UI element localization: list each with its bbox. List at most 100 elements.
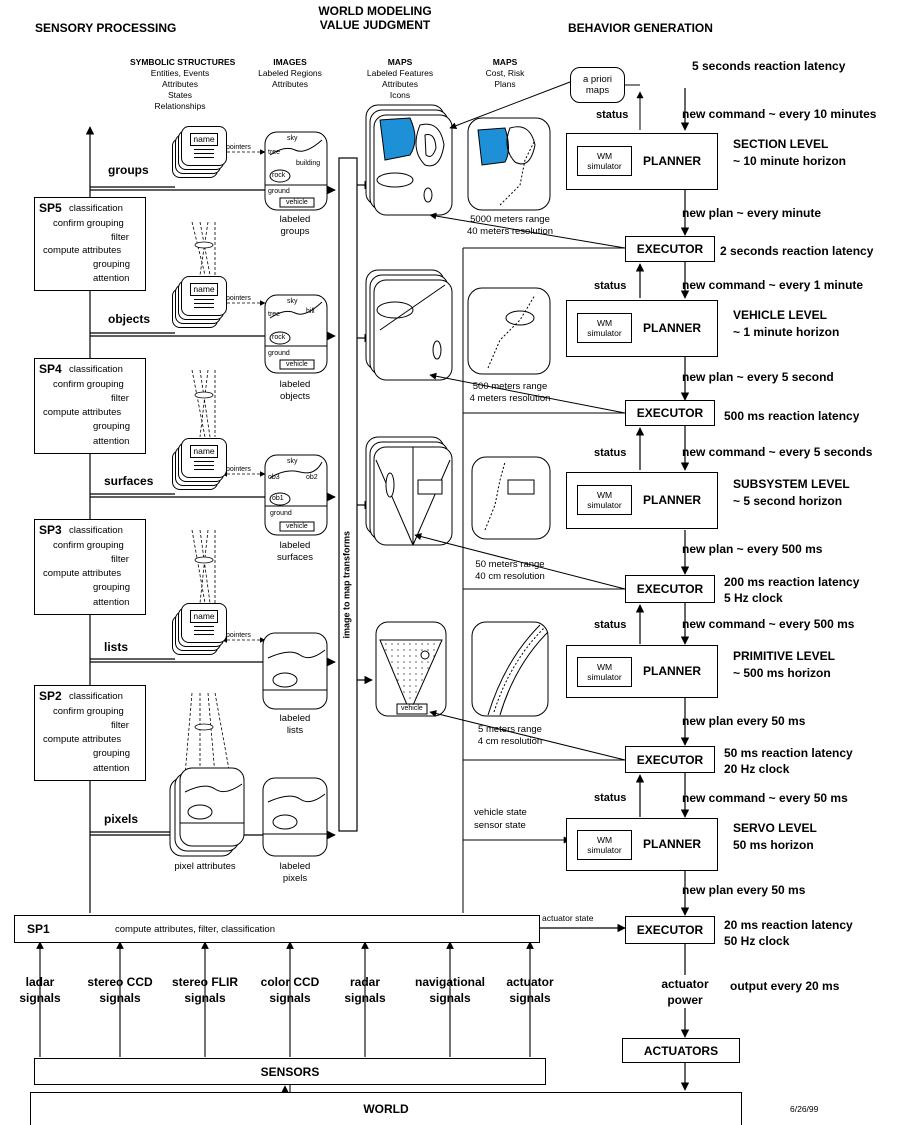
sp4-box: SP4 classification confirm grouping filt… <box>34 358 146 454</box>
level-objects: objects <box>108 312 151 326</box>
command-rate: new command ~ every 1 minute <box>682 278 864 292</box>
plan-rate: new plan every 50 ms <box>682 883 806 897</box>
region-tree: tree <box>268 311 281 318</box>
caption-labeled-pixels: labeled <box>279 861 311 872</box>
header-value-judgment: VALUE JUDGMENT <box>319 18 431 32</box>
name-box: name <box>190 133 218 146</box>
planner-subsystem: WM simulator PLANNER <box>566 472 718 529</box>
sp3-line: attention <box>93 597 130 608</box>
status-label: status <box>596 109 629 121</box>
sp3-label: SP3 <box>39 523 62 537</box>
actuator-power: actuator <box>661 977 709 991</box>
sp5-line: compute attributes <box>43 245 122 256</box>
sp4-line: grouping <box>93 421 130 432</box>
col-images-line: Labeled Regions <box>258 68 322 78</box>
sp4-line: compute attributes <box>43 407 122 418</box>
region-hill: hill <box>306 308 315 315</box>
level-name: SERVO LEVEL <box>733 821 817 835</box>
command-rate: new command ~ every 500 ms <box>682 617 855 631</box>
signal-navigational: navigational <box>414 975 485 989</box>
sp3-box: SP3 classification confirm grouping filt… <box>34 519 146 615</box>
wm-simulator: WM simulator <box>577 313 632 343</box>
level-groups: groups <box>108 163 149 177</box>
executor-box: EXECUTOR <box>625 575 715 603</box>
region-ground: ground <box>270 510 292 517</box>
level-name: SECTION LEVEL <box>733 137 829 151</box>
caption-labeled-groups: labeled <box>279 214 311 225</box>
executor-clock: 5 Hz clock <box>724 591 783 605</box>
pointers-label: pointers <box>226 466 251 473</box>
caption-labeled-lists: labeled <box>279 713 311 724</box>
sp3-line: confirm grouping <box>53 540 124 551</box>
plan-rate: new plan ~ every 5 second <box>682 370 834 384</box>
a-priori-line: maps <box>585 85 610 96</box>
signal-actuator: signals <box>509 991 551 1005</box>
executor-clock: 50 Hz clock <box>724 934 790 948</box>
executor-box: EXECUTOR <box>625 916 715 944</box>
planner-vehicle: WM simulator PLANNER <box>566 300 718 357</box>
region-sky: sky <box>287 458 298 465</box>
pointers-label: pointers <box>226 632 251 639</box>
executor-latency: 200 ms reaction latency <box>724 575 860 589</box>
signal-color-ccd: color CCD <box>260 975 320 989</box>
executor-clock: 20 Hz clock <box>724 762 790 776</box>
command-rate: new command ~ every 5 seconds <box>682 445 873 459</box>
level-name: VEHICLE LEVEL <box>733 308 828 322</box>
wm-label: WM <box>596 490 613 500</box>
region-building: building <box>296 160 321 167</box>
map-stacks <box>365 104 453 717</box>
executor-box: EXECUTOR <box>625 236 715 262</box>
signal-ladar: ladar <box>25 975 55 989</box>
level-horizon: ~ 10 minute horizon <box>733 154 847 168</box>
wm-simulator: WM simulator <box>577 657 632 687</box>
region-ob3: ob3 <box>268 474 280 481</box>
sp4-line: filter <box>111 393 129 404</box>
col-maps2-line: Cost, Risk <box>485 68 525 78</box>
sp4-line: classification <box>69 364 123 375</box>
region-rock: rock <box>272 172 286 179</box>
name-box: name <box>190 283 218 296</box>
planner-label: PLANNER <box>643 154 702 168</box>
sp2-box: SP2 classification confirm grouping filt… <box>34 685 146 781</box>
map-resolution: 40 cm resolution <box>475 571 545 582</box>
sp1-label: SP1 <box>27 922 50 936</box>
level-surfaces: surfaces <box>104 474 154 488</box>
col-symbolic-line: Entities, Events <box>150 68 210 78</box>
command-rate: new command ~ every 50 ms <box>682 791 848 805</box>
signal-ladar: signals <box>19 991 61 1005</box>
name-box: name <box>190 610 218 623</box>
world-box: WORLD <box>30 1092 742 1125</box>
simulator-label: simulator <box>587 500 622 510</box>
planner-label: PLANNER <box>643 493 702 507</box>
region-ob2: ob2 <box>306 474 318 481</box>
sp2-line: filter <box>111 720 129 731</box>
caption-labeled-objects: labeled <box>279 379 311 390</box>
cost-risk-maps <box>467 117 551 717</box>
level-pixels: pixels <box>104 812 139 826</box>
planner-servo: WM simulator PLANNER <box>566 818 718 871</box>
plan-rate: new plan ~ every minute <box>682 206 822 220</box>
a-priori-line: a priori <box>582 74 613 85</box>
region-sky: sky <box>287 298 298 305</box>
signal-stereo-flir: stereo FLIR <box>171 975 238 989</box>
top-latency: 5 seconds reaction latency <box>692 59 846 73</box>
map-range: 5 meters range <box>478 724 542 735</box>
caption-pixel-attributes: pixel attributes <box>174 861 236 872</box>
planner-section: WM simulator PLANNER <box>566 133 718 190</box>
grouping-ellipses <box>194 241 214 731</box>
signal-color-ccd: signals <box>269 991 311 1005</box>
map-resolution: 4 cm resolution <box>477 736 543 747</box>
header-behavior-generation: BEHAVIOR GENERATION <box>568 21 713 35</box>
header-world-modeling: WORLD MODELING <box>318 4 432 18</box>
pointers-label: pointers <box>226 295 251 302</box>
sp2-line: attention <box>93 763 130 774</box>
col-maps2-title: MAPS <box>492 57 518 67</box>
simulator-label: simulator <box>587 672 622 682</box>
wm-label: WM <box>596 662 613 672</box>
status-label: status <box>594 792 627 804</box>
plan-rate: new plan every 50 ms <box>682 714 806 728</box>
caption-labeled-surfaces: surfaces <box>277 552 313 563</box>
region-vehicle: vehicle <box>286 361 308 368</box>
level-name: SUBSYSTEM LEVEL <box>733 477 850 491</box>
plan-rate: new plan ~ every 500 ms <box>682 542 823 556</box>
